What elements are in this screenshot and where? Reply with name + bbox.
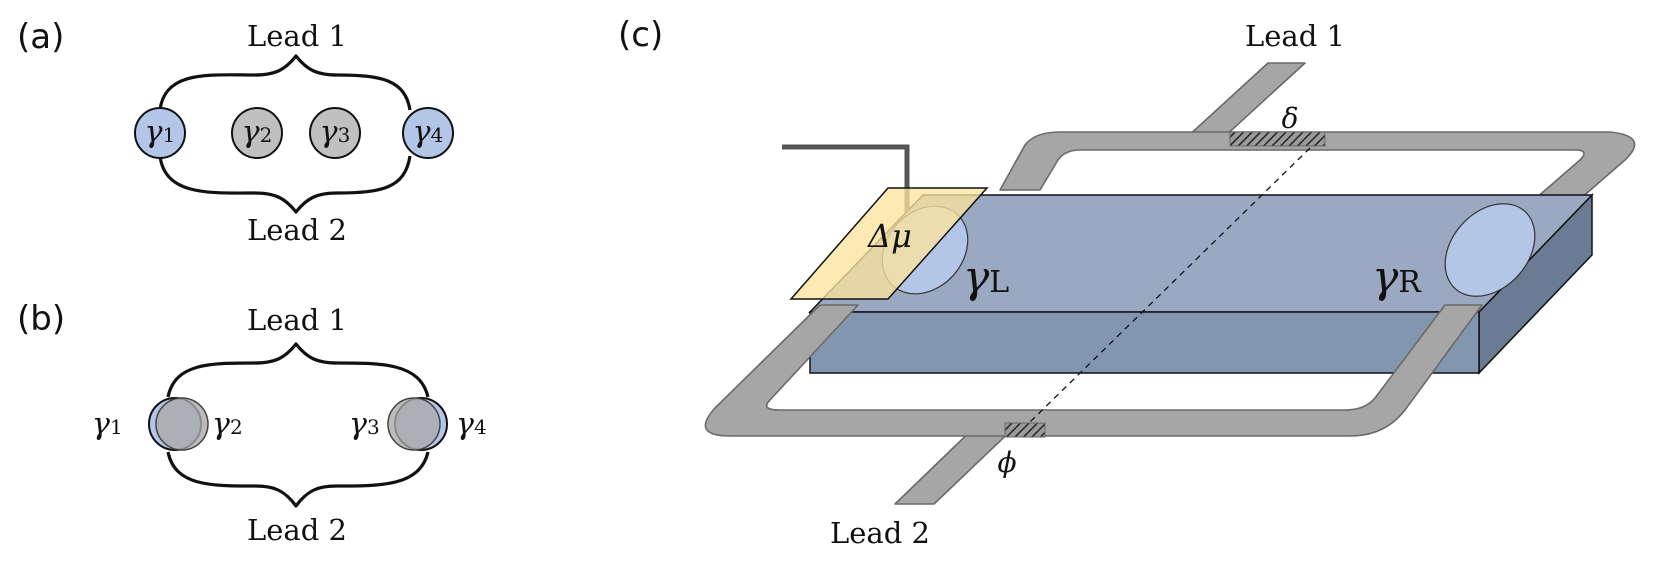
delta-label: δ bbox=[1282, 102, 1299, 135]
panel-a-lead-1-label: Lead 1 bbox=[247, 19, 347, 53]
panel-b-lead-1-label: Lead 1 bbox=[247, 303, 347, 337]
panel-b-label: (b) bbox=[17, 299, 65, 339]
panel-a-lead-2-label: Lead 2 bbox=[247, 213, 347, 247]
panel-a-label: (a) bbox=[17, 17, 64, 57]
majorana-3-circle bbox=[309, 107, 361, 159]
panel-c-label: (c) bbox=[618, 15, 663, 55]
gamma-4-label: γ4 bbox=[413, 115, 444, 150]
panel-b: (b) Lead 1 Lead 2 γ1 γ2 γ3 γ4 bbox=[17, 299, 487, 547]
panel-a-gamma-4: γ4 bbox=[402, 107, 454, 159]
gamma-2-label: γ2 bbox=[212, 407, 243, 442]
majorana-3-circle bbox=[387, 397, 441, 451]
majorana-2-circle bbox=[155, 397, 209, 451]
panel-c: (c) Lead 1 Lead 2 δ ϕ Δμ γL γR bbox=[618, 15, 1636, 550]
panel-c-lead-2-label: Lead 2 bbox=[830, 516, 930, 550]
panel-c-lead-1-label: Lead 1 bbox=[1245, 19, 1345, 53]
panel-b-lead-1-wire bbox=[166, 342, 430, 398]
majorana-1-circle bbox=[134, 107, 186, 159]
gamma-left-label: γL bbox=[963, 252, 1009, 303]
gamma-1-label: γ1 bbox=[92, 407, 123, 442]
panel-b-lead-2-wire bbox=[166, 451, 430, 508]
phi-label: ϕ bbox=[997, 446, 1016, 479]
majorana-2-circle bbox=[231, 107, 283, 159]
gamma-4-label: γ4 bbox=[456, 407, 487, 442]
panel-a-gamma-3: γ3 bbox=[309, 107, 361, 159]
loop-front-strip bbox=[704, 304, 1483, 437]
nanowire-front-face bbox=[809, 311, 1480, 374]
gamma-right-label: γR bbox=[1372, 252, 1422, 303]
junction-phi bbox=[1004, 422, 1046, 438]
delta-mu-label: Δμ bbox=[866, 217, 912, 255]
gamma-2-label: γ2 bbox=[242, 115, 273, 150]
panel-a: (a) Lead 1 Lead 2 γ1 γ2 γ3 γ4 bbox=[17, 17, 454, 247]
majorana-4-circle bbox=[402, 107, 454, 159]
gamma-3-label: γ3 bbox=[320, 115, 351, 150]
gamma-1-label: γ1 bbox=[145, 115, 176, 150]
junction-delta bbox=[1229, 131, 1326, 147]
panel-b-lead-2-label: Lead 2 bbox=[247, 513, 347, 547]
panel-a-lead-2-wire bbox=[158, 155, 412, 214]
gate-pad bbox=[789, 187, 989, 300]
gamma-3-label: γ3 bbox=[349, 407, 380, 442]
panel-a-gamma-2: γ2 bbox=[231, 107, 283, 159]
panel-a-lead-1-wire bbox=[158, 54, 412, 111]
panel-a-gamma-1: γ1 bbox=[134, 107, 186, 159]
majorana-right-ellipse bbox=[1444, 203, 1536, 297]
